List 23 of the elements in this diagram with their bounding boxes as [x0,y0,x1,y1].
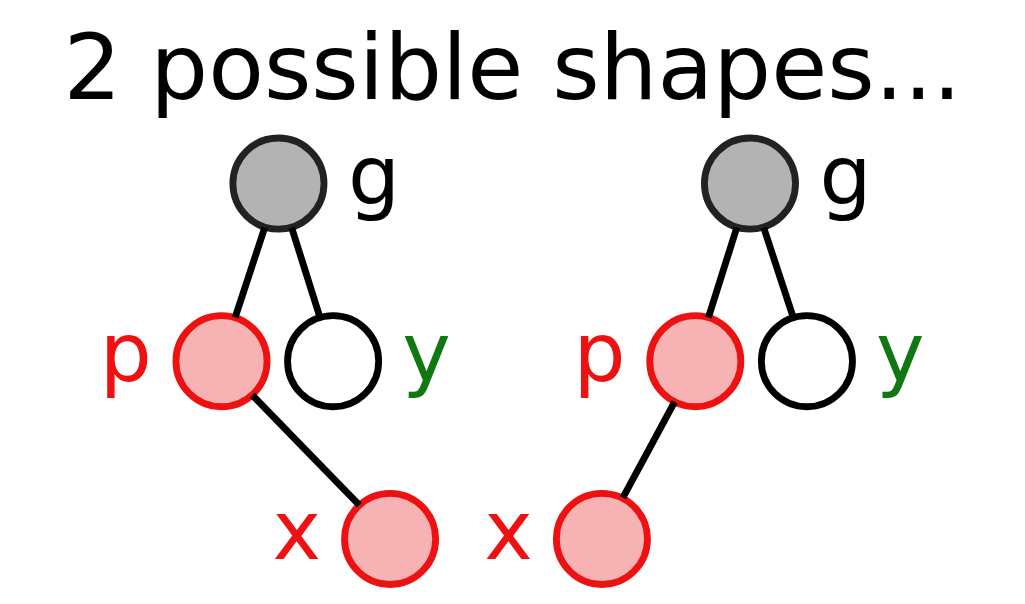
node-circle [701,134,799,233]
node-label: y [402,305,451,401]
node-circle [229,134,328,233]
node-circle [552,489,651,588]
node-label: x [272,482,321,578]
node-label: y [876,305,925,401]
node-circle [284,312,383,411]
node-circle [341,489,440,588]
diagram-title: 2 possible shapes... [63,14,962,121]
connector [619,400,678,500]
connector [231,226,268,319]
node-circle [646,312,745,411]
node-label: x [484,482,533,578]
node-label: p [573,305,626,401]
connector [288,226,324,319]
node-label: g [348,127,401,223]
connector [249,392,362,508]
connector [705,226,740,319]
node-circle [757,312,856,411]
node-label: p [99,305,152,401]
node-circle [172,312,271,411]
connector [760,226,797,319]
node-label: g [819,127,872,223]
